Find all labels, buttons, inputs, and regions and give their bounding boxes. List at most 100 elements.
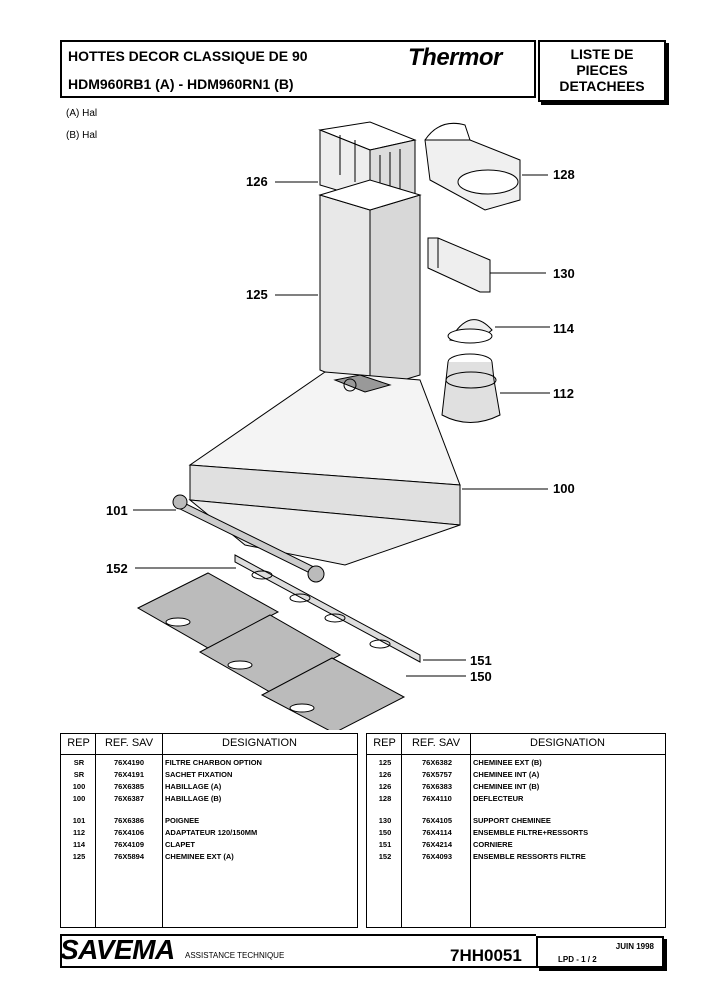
ref-cell: 76X4190 xyxy=(113,758,145,767)
brand-logo: Thermor xyxy=(408,44,502,71)
col-rep: REP xyxy=(67,737,90,749)
variant-a: (A) Hal xyxy=(66,108,98,119)
callout-label: 152 xyxy=(106,561,128,576)
col-designation: DESIGNATION xyxy=(530,737,605,749)
ref-cell: 76X4106 xyxy=(113,828,145,837)
callout-label: 150 xyxy=(470,669,492,684)
filter-rail xyxy=(234,554,421,663)
table-row: 130 76X4105 SUPPORT CHEMINEE xyxy=(367,816,665,828)
exploded-view-diagram: 126 125 128 130 114 112 100 101 152 151 … xyxy=(106,121,575,730)
header-box: HOTTES DECOR CLASSIQUE DE 90 HDM960RB1 (… xyxy=(60,40,536,98)
chimney-support xyxy=(427,237,491,293)
designation-cell: DEFLECTEUR xyxy=(473,794,524,803)
ref-cell: 76X5894 xyxy=(113,852,145,861)
company-subtitle: ASSISTANCE TECHNIQUE xyxy=(185,951,285,960)
rep-cell: 100 xyxy=(72,782,86,791)
table-row: 125 76X6382 CHEMINEE EXT (B) xyxy=(367,758,665,770)
callout-label: 100 xyxy=(553,481,575,496)
table-row: 114 76X4109 CLAPET xyxy=(61,840,357,852)
callout-label: 126 xyxy=(246,174,268,189)
footer-box xyxy=(60,934,536,968)
hood-body xyxy=(188,371,461,566)
table-row: SR 76X4191 SACHET FIXATION xyxy=(61,770,357,782)
rep-cell: 128 xyxy=(378,794,392,803)
designation-cell: SACHET FIXATION xyxy=(165,770,233,779)
designation-cell: HABILLAGE (A) xyxy=(165,782,222,791)
ref-cell: 76X4191 xyxy=(113,770,145,779)
designation-cell: HABILLAGE (B) xyxy=(165,794,222,803)
callout-label: 151 xyxy=(470,653,492,668)
designation-cell: CLAPET xyxy=(165,840,195,849)
rep-cell: 112 xyxy=(72,828,86,837)
leader-lines xyxy=(133,174,550,677)
rep-cell: 150 xyxy=(378,828,392,837)
doc-type-line: LISTE DE xyxy=(570,46,634,62)
designation-cell: ENSEMBLE FILTRE+RESSORTS xyxy=(473,828,589,837)
rep-cell: 100 xyxy=(72,794,86,803)
valve xyxy=(447,319,493,344)
rep-cell: SR xyxy=(73,758,85,767)
ref-cell: 76X5757 xyxy=(421,770,453,779)
ref-cell: 76X6382 xyxy=(421,758,453,767)
ref-cell: 76X4109 xyxy=(113,840,145,849)
callout-label: 130 xyxy=(553,266,575,281)
rep-cell: SR xyxy=(73,770,85,779)
callout-label: 101 xyxy=(106,503,128,518)
ref-cell: 76X4114 xyxy=(422,828,452,837)
outer-chimney xyxy=(318,179,422,391)
ref-cell: 76X4105 xyxy=(421,816,453,825)
designation-cell: CHEMINEE INT (B) xyxy=(473,782,540,791)
doc-type-line: DETACHEES xyxy=(559,78,645,94)
table-row: 100 76X6385 HABILLAGE (A) xyxy=(61,782,357,794)
page-number: LPD - 1 / 2 xyxy=(558,955,597,964)
rep-cell: 101 xyxy=(72,816,86,825)
callout-label: 112 xyxy=(553,386,574,401)
designation-cell: SUPPORT CHEMINEE xyxy=(473,816,551,825)
ref-cell: 76X4093 xyxy=(421,852,453,861)
rep-cell: 151 xyxy=(378,840,392,849)
designation-cell: POIGNEE xyxy=(165,816,200,825)
doc-type-box: LISTE DE PIECES DETACHEES xyxy=(538,40,666,102)
designation-cell: ENSEMBLE RESSORTS FILTRE xyxy=(473,852,586,861)
col-rep: REP xyxy=(373,737,396,749)
ref-cell: 76X6385 xyxy=(113,782,145,791)
callout-label: 114 xyxy=(553,321,575,336)
designation-cell: FILTRE CHARBON OPTION xyxy=(165,758,262,767)
designation-cell: CHEMINEE INT (A) xyxy=(473,770,540,779)
designation-cell: CHEMINEE EXT (B) xyxy=(473,758,542,767)
document-title: HOTTES DECOR CLASSIQUE DE 90 xyxy=(68,48,308,64)
designation-cell: CORNIERE xyxy=(473,840,513,849)
col-ref: REF. SAV xyxy=(104,737,154,749)
callout-label: 128 xyxy=(553,167,575,182)
col-ref: REF. SAV xyxy=(411,737,461,749)
rep-cell: 125 xyxy=(72,852,86,861)
table-header: REP REF. SAV DESIGNATION xyxy=(367,734,665,755)
rep-cell: 125 xyxy=(378,758,392,767)
rep-cell: 114 xyxy=(72,840,86,849)
table-row: 101 76X6386 POIGNEE xyxy=(61,816,357,828)
issue-date: JUIN 1998 xyxy=(615,942,654,951)
table-row: 125 76X5894 CHEMINEE EXT (A) xyxy=(61,852,357,864)
document-number: 7HH0051 xyxy=(450,946,522,965)
grease-filters xyxy=(136,572,406,730)
designation-cell: CHEMINEE EXT (A) xyxy=(165,852,234,861)
ref-cell: 76X6386 xyxy=(113,816,145,825)
doc-type-line: PIECES xyxy=(576,62,628,78)
rep-cell: 130 xyxy=(378,816,392,825)
ref-cell: 76X6383 xyxy=(421,782,453,791)
rep-cell: 152 xyxy=(378,852,392,861)
parts-table-left: REP REF. SAV DESIGNATION SR 76X4190 FILTRE… xyxy=(60,733,358,928)
table-row: SR 76X4190 FILTRE CHARBON OPTION xyxy=(61,758,357,770)
table-header: REP REF. SAV DESIGNATION xyxy=(61,734,357,755)
handle-bar xyxy=(172,494,325,583)
ref-cell: 76X6387 xyxy=(113,794,145,803)
company-logo: SAVEMA xyxy=(60,934,175,965)
variant-b: (B) Hal xyxy=(66,130,98,141)
